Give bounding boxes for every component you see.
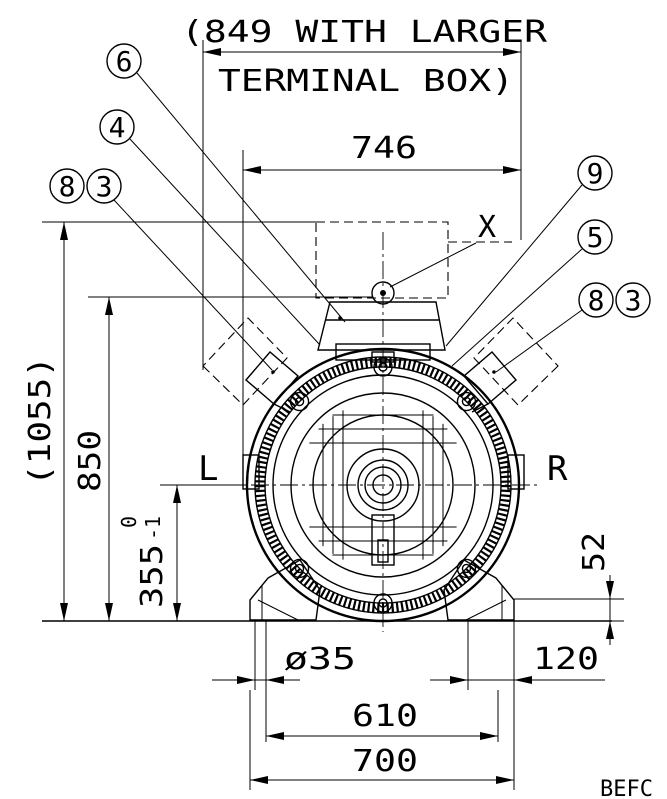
dim-355-tol-lower: -1 bbox=[141, 516, 165, 540]
dim-355-label: 355 bbox=[135, 544, 170, 608]
dim-610-label: 610 bbox=[352, 699, 418, 734]
balloon-5: 5 bbox=[451, 219, 613, 367]
balloon-9: 9 bbox=[445, 155, 613, 347]
bolt-hole bbox=[294, 396, 305, 407]
dimension-849 bbox=[202, 40, 522, 370]
top-terminal-box-outline bbox=[315, 221, 449, 299]
label-right-side: R bbox=[547, 449, 568, 489]
dimension-700 bbox=[249, 690, 515, 790]
svg-text:6: 6 bbox=[116, 45, 133, 78]
dimension-1055 bbox=[42, 221, 316, 621]
bolt-hole bbox=[294, 563, 305, 574]
balloon-6: 6 bbox=[106, 43, 346, 323]
balloon-8-right: 8 bbox=[495, 282, 614, 373]
left-terminal-box-outline bbox=[202, 317, 288, 406]
balloon-3-right: 3 bbox=[615, 282, 651, 318]
svg-text:3: 3 bbox=[96, 170, 113, 203]
bolt-boss bbox=[289, 558, 310, 579]
note-849-line1: (849 WITH LARGER bbox=[181, 15, 548, 50]
dim-120-label: 120 bbox=[533, 642, 599, 677]
svg-text:4: 4 bbox=[109, 111, 126, 144]
bolt-hole bbox=[378, 598, 388, 608]
balloon-3-left: 3 bbox=[86, 168, 273, 371]
dimension-746 bbox=[242, 150, 522, 460]
dim-1055-label: (1055) bbox=[23, 356, 58, 486]
balloon-4: 4 bbox=[99, 109, 321, 346]
dim-355-tol-upper: 0 bbox=[117, 516, 141, 528]
bolt-hole bbox=[461, 396, 472, 407]
dimension-52 bbox=[514, 575, 624, 645]
dim-35-label: ø35 bbox=[284, 642, 356, 677]
bolt-boss bbox=[289, 391, 310, 412]
label-left-side: L bbox=[198, 449, 218, 489]
label-x-view: X bbox=[478, 210, 496, 245]
svg-text:5: 5 bbox=[587, 221, 604, 254]
svg-text:8: 8 bbox=[59, 170, 76, 203]
bolt-boss bbox=[456, 391, 477, 412]
dimension-850 bbox=[88, 296, 372, 621]
svg-text:3: 3 bbox=[625, 284, 642, 317]
dimension-35 bbox=[212, 621, 300, 690]
note-849-line2: TERMINAL BOX) bbox=[218, 64, 514, 99]
right-terminal-box-outline bbox=[473, 317, 559, 406]
bolt-boss bbox=[456, 558, 477, 579]
svg-text:9: 9 bbox=[587, 157, 604, 190]
dimension-120 bbox=[430, 621, 605, 690]
dimension-610 bbox=[265, 690, 499, 742]
balloon-8-left: 8 bbox=[49, 168, 85, 204]
dimension-355 bbox=[160, 484, 245, 621]
bolt-hole bbox=[461, 563, 472, 574]
cut-off-text: BEFC bbox=[600, 777, 653, 799]
dim-850-label: 850 bbox=[73, 430, 108, 492]
dim-52-label: 52 bbox=[577, 532, 612, 572]
svg-text:8: 8 bbox=[588, 284, 605, 317]
leader-x bbox=[389, 242, 477, 288]
dim-746-label: 746 bbox=[351, 131, 417, 166]
dim-700-label: 700 bbox=[352, 744, 418, 779]
